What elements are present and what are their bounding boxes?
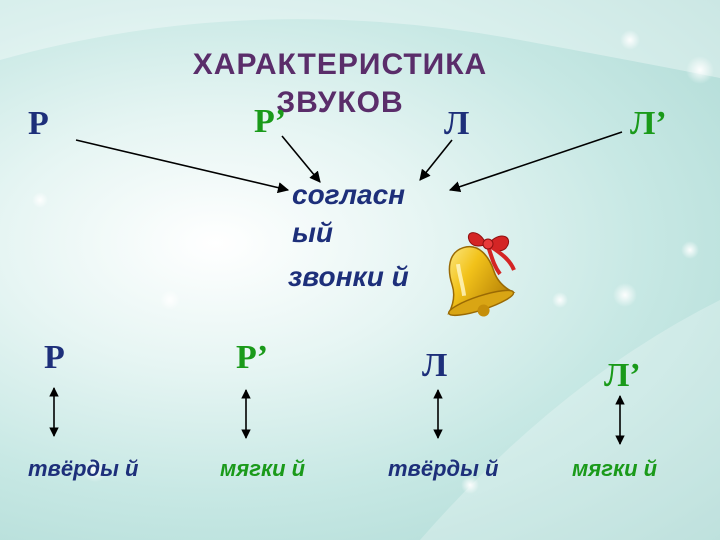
letter-r-soft-top: Р’: [254, 103, 287, 140]
letter-l-soft: Л’: [604, 357, 641, 394]
bell-icon: [447, 232, 516, 317]
arrow-r-to-consonant: [75, 139, 290, 194]
arrow-l-to-consonant: [419, 139, 453, 181]
letter-r-hard: Р: [44, 339, 65, 376]
consonant-label: согласн ый: [292, 179, 406, 248]
desc-l-soft: мягки й: [572, 456, 658, 481]
letter-l-soft-top: Л’: [630, 105, 667, 142]
arrow-l-soft-to-consonant: [448, 131, 623, 193]
letter-l-hard: Л: [422, 347, 448, 384]
letter-r-soft: Р’: [236, 339, 269, 376]
page-title: ХАРАКТЕРИСТИКА ЗВУКОВ: [192, 48, 488, 119]
arrow-r-soft-to-consonant: [281, 135, 321, 183]
desc-r-hard: твёрды й: [28, 456, 139, 481]
desc-r-soft: мягки й: [220, 456, 306, 481]
voiced-label: звонки й: [288, 261, 409, 292]
letter-l-hard-top: Л: [444, 105, 470, 142]
desc-l-hard: твёрды й: [388, 456, 499, 481]
letter-r-hard-top: Р: [28, 105, 49, 142]
